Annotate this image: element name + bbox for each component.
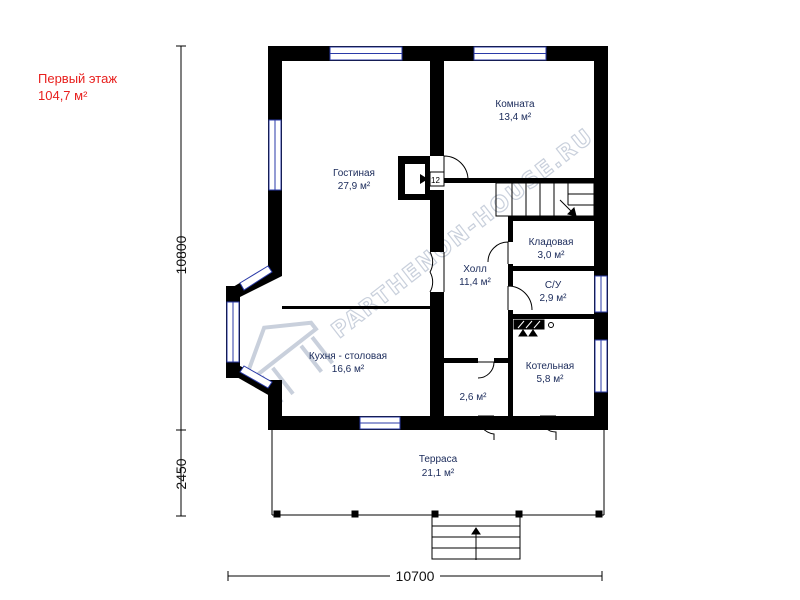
doors — [429, 155, 557, 440]
room-area-kitchen: 16,6 м² — [332, 364, 365, 375]
room-name-bathroom: С/У — [545, 280, 562, 291]
fireplace-label: 12 — [431, 176, 440, 185]
room-labels: Гостиная 27,9 м² Комната 13,4 м² Кладова… — [309, 99, 574, 479]
room-area-boiler: 5,8 м² — [537, 374, 565, 385]
room-name-storage: Кладовая — [529, 237, 574, 248]
windows — [226, 46, 608, 430]
room-area-hall: 11,4 м² — [459, 277, 491, 288]
entrance-steps — [431, 514, 521, 560]
room-area-vestibule: 2,6 м² — [460, 392, 488, 403]
dimension-house-depth: 10800 — [173, 235, 189, 274]
room-area-bathroom: 2,9 м² — [540, 293, 568, 304]
floor-area: 104,7 м² — [38, 88, 88, 103]
room-name-hall: Холл — [463, 264, 487, 275]
room-name-living: Гостиная — [333, 168, 375, 179]
room-area-terrace: 21,1 м² — [422, 468, 455, 479]
staircase — [495, 182, 595, 217]
interior-walls — [282, 46, 598, 416]
dimension-terrace-depth: 2450 — [173, 458, 189, 489]
room-area-living: 27,9 м² — [338, 181, 371, 192]
boiler-equipment — [513, 319, 554, 337]
room-name-kitchen: Кухня - столовая — [309, 351, 387, 362]
room-area-room: 13,4 м² — [499, 112, 532, 123]
floor-title: Первый этаж — [38, 71, 118, 86]
terrace — [271, 430, 605, 518]
fireplace: 12 — [398, 156, 445, 200]
room-name-room: Комната — [495, 99, 535, 110]
room-name-boiler: Котельная — [526, 361, 574, 372]
dimension-width: 10700 — [396, 568, 435, 584]
room-area-storage: 3,0 м² — [538, 250, 566, 261]
room-name-terrace: Терраса — [419, 454, 458, 465]
watermark-text: PARTHENON-HOUSE.RU — [327, 124, 599, 344]
floor-title-block: Первый этаж 104,7 м² — [38, 70, 117, 104]
